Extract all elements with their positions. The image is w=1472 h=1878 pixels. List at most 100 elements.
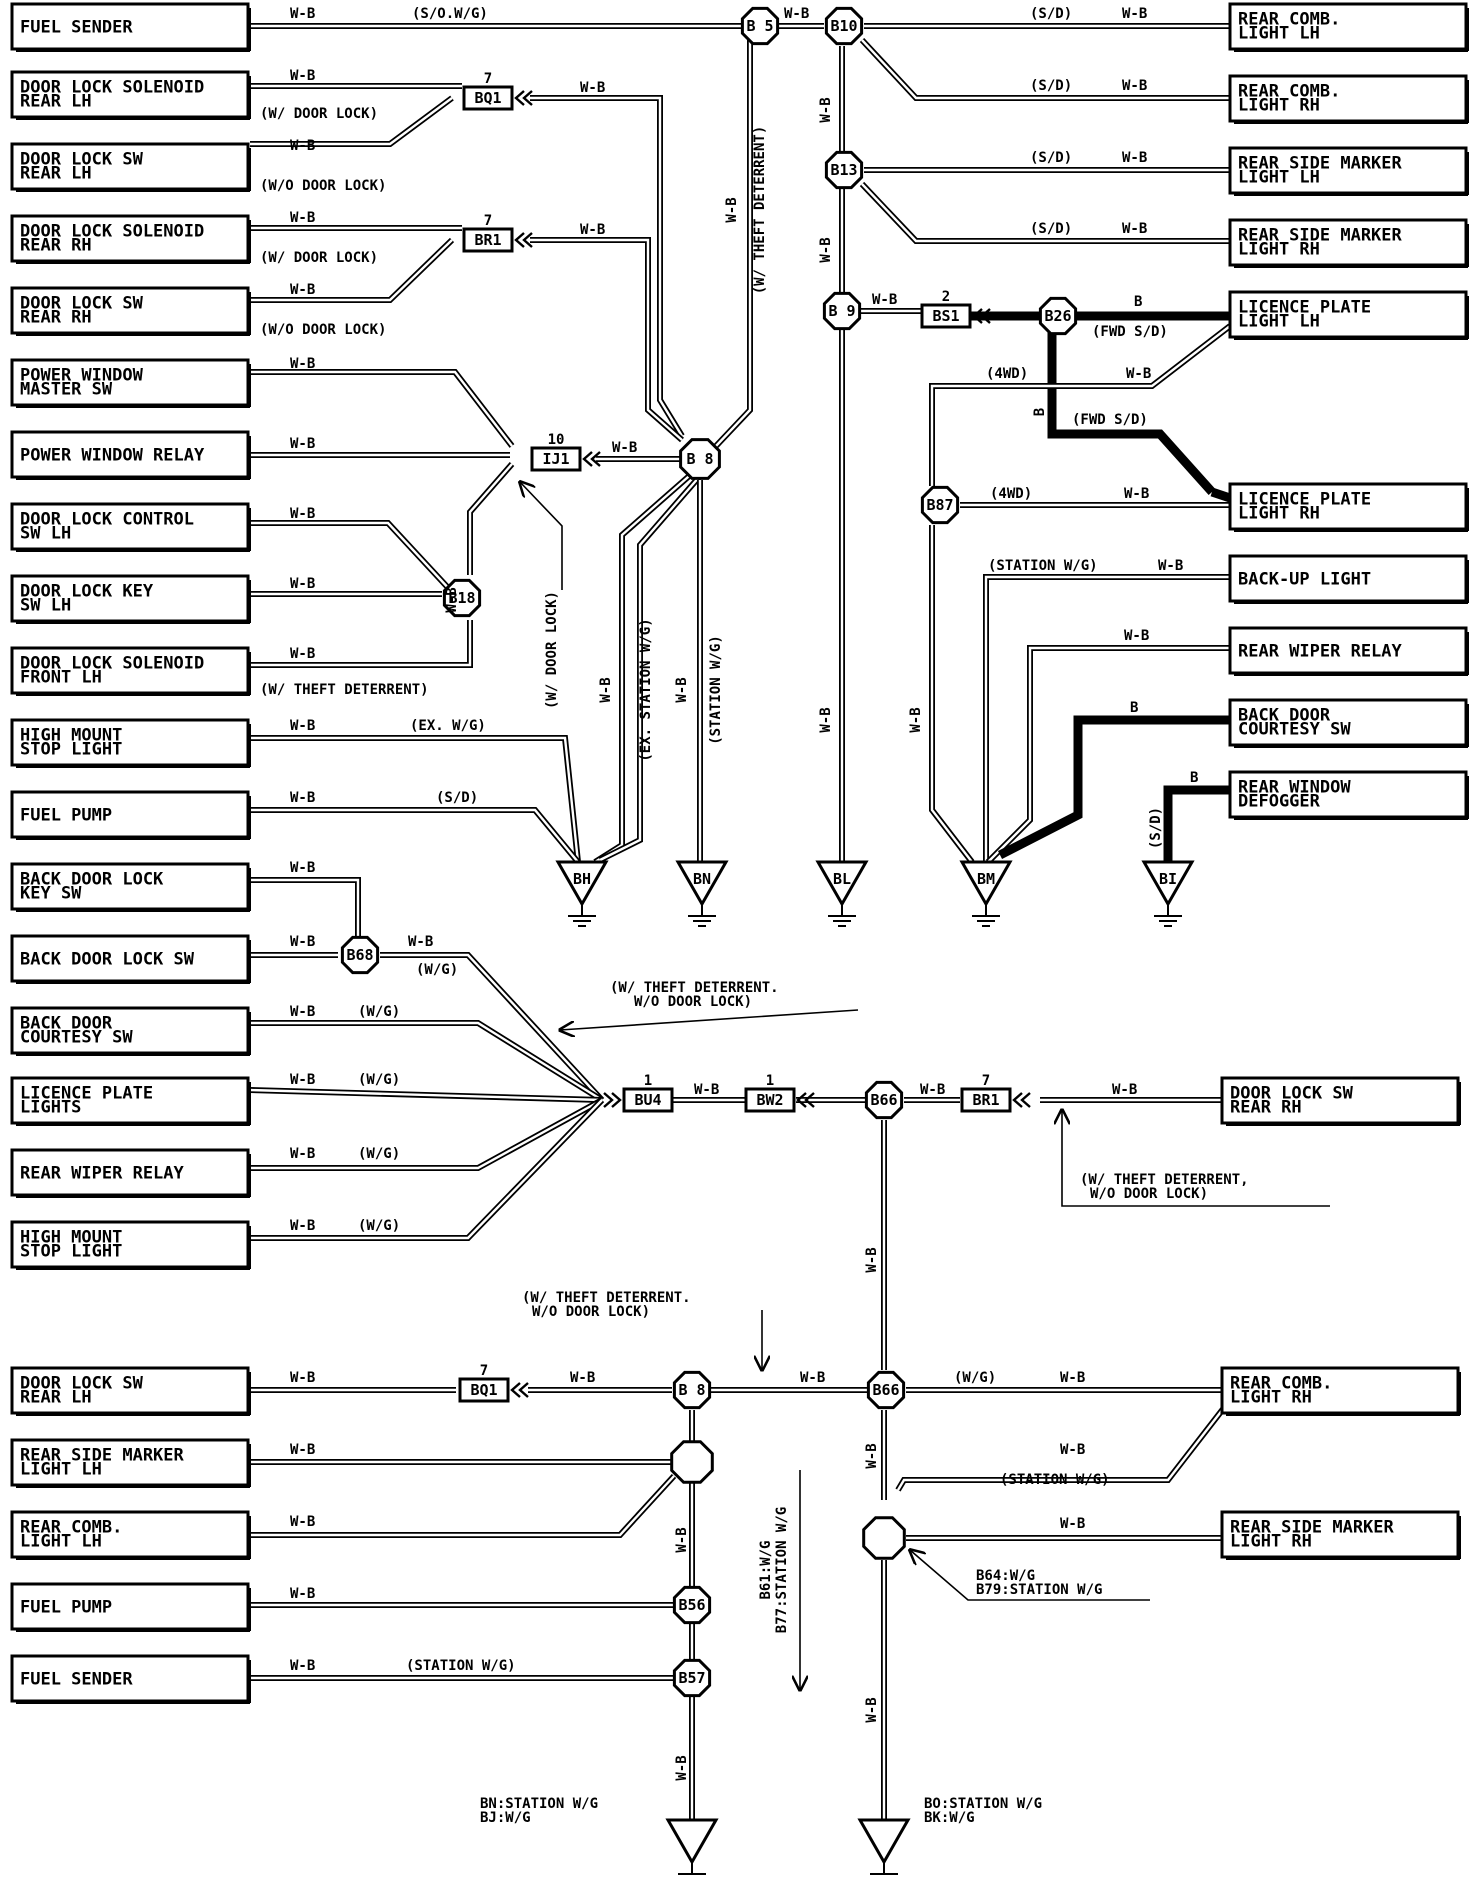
wire-label: B77:STATION W/G [774,1507,790,1633]
wire-label: W-B [408,934,433,950]
ground-bl: BL [815,860,869,927]
splice-node-b87: B87 [920,485,960,525]
component-fuel-pump-top: FUEL PUMP [10,790,251,840]
wire-rcl-rh-unl [895,1398,1233,1492]
component-label: DEFOGGER [1238,792,1321,812]
wire-label: W-B [290,1218,315,1234]
wire-label: W-B [818,97,834,122]
component-label: REAR SIDE MARKER [20,1446,185,1466]
wire-label: W-B [570,1370,595,1386]
wire-lpl-rh-end-thick [1210,487,1232,503]
wire-label: W-B [290,1072,315,1088]
wire-lpl-bu4 [249,1087,603,1103]
wire-label: (STATION W/G) [406,1658,516,1674]
splice-node-b66-mid: B66 [864,1080,904,1120]
annotation-layer: W-B (S/O.W/G) W-B W-B (W/ DOOR LOCK) W-B W-B (W… [260,6,1330,1826]
wire-label: W-B [920,1082,945,1098]
wire-label: W-B [580,222,605,238]
splice-node-b57: B57 [672,1658,712,1698]
component-label: LIGHT LH [20,1460,102,1480]
wire-label: W/O DOOR LOCK) [634,994,752,1010]
wire-label: W-B [1122,150,1147,166]
component-label: LIGHT RH [1238,504,1320,524]
wire-label: W-B [864,1247,880,1272]
connector-label: BQ1 [474,89,501,107]
wire-label: (W/G) [358,1004,400,1020]
splice-node-b8-bottom: B 8 [672,1370,712,1410]
component-label: LIGHT LH [1238,168,1320,188]
wire-label: (W/G) [358,1146,400,1162]
component-label: REAR COMB. [20,1518,122,1538]
node-label: B57 [678,1669,705,1687]
wire-label: (4WD) [986,366,1028,382]
wire-bdcs-bu4 [250,1020,604,1103]
connector-label: IJ1 [542,450,569,468]
wire-label: BO:STATION W/G [924,1796,1042,1812]
wire-label: W-B [290,1586,315,1602]
wire-label: (W/G) [416,962,458,978]
component-label: LIGHT RH [1230,1532,1312,1552]
ground-bm: BM [959,860,1013,927]
wire-label: (W/O DOOR LOCK) [260,178,386,194]
wire-lpl-lh-b87 [929,323,1232,486]
wire-br1-b8 [530,237,684,443]
node-label: B87 [926,496,953,514]
component-label: POWER WINDOW [20,366,144,386]
wire-label: (FWD S/D) [1072,412,1148,428]
component-label: DOOR LOCK SW [1230,1084,1354,1104]
wire-label: (S/O.W/G) [412,6,488,22]
component-label: SW LH [20,524,71,544]
connector-label: BR1 [972,1091,999,1109]
splice-node-unl-right [862,1516,906,1560]
wire-label: W-B [290,138,315,154]
wire-rwr-bu4 [250,1097,604,1171]
connector-label: BU4 [634,1091,661,1109]
wire-label: (W/ DOOR LOCK) [544,591,560,709]
wire-label: BK:W/G [924,1810,975,1826]
wire-hmsl-bu4 [250,1097,605,1241]
splice-node-b10: B10 [824,6,864,46]
component-label: LIGHT RH [1230,1388,1312,1408]
wire-label: (FWD S/D) [1092,324,1168,340]
component-label: KEY SW [20,884,82,904]
ground-label: BH [573,870,591,888]
wire-label: W-B [290,1442,315,1458]
node-label: B 9 [828,302,855,320]
component-fuel-sender-bottom: FUEL SENDER [10,1654,251,1704]
wire-label: W-B [1112,1082,1137,1098]
connector-pin: 7 [982,1073,990,1089]
node-label: B 5 [746,17,773,35]
component-label: LIGHT RH [1238,240,1320,260]
splice-node-b68: B68 [340,935,380,975]
component-label: HIGH MOUNT [20,1228,122,1248]
component-label: DOOR LOCK SW [20,1374,144,1394]
wire-label: B [1134,294,1142,310]
wire-dlsw-rr-br1 [250,237,455,303]
ground-right-bottom [857,1818,911,1875]
wire-hmsl-bh [250,735,581,863]
wire-label: BJ:W/G [480,1810,531,1826]
connector-label: BQ1 [470,1381,497,1399]
component-label: LIGHT LH [20,1532,102,1552]
wire-label: W-B [290,646,315,662]
component-label: BACK DOOR LOCK [20,870,164,890]
wire-label: W-B [290,934,315,950]
wire-label: W-B [864,1443,880,1468]
ground-left-bottom [665,1818,719,1875]
connector-pin: 10 [548,432,565,448]
connector-pin: 2 [942,289,950,305]
wire-label: (W/G) [954,1370,996,1386]
wire-label: W-B [290,718,315,734]
